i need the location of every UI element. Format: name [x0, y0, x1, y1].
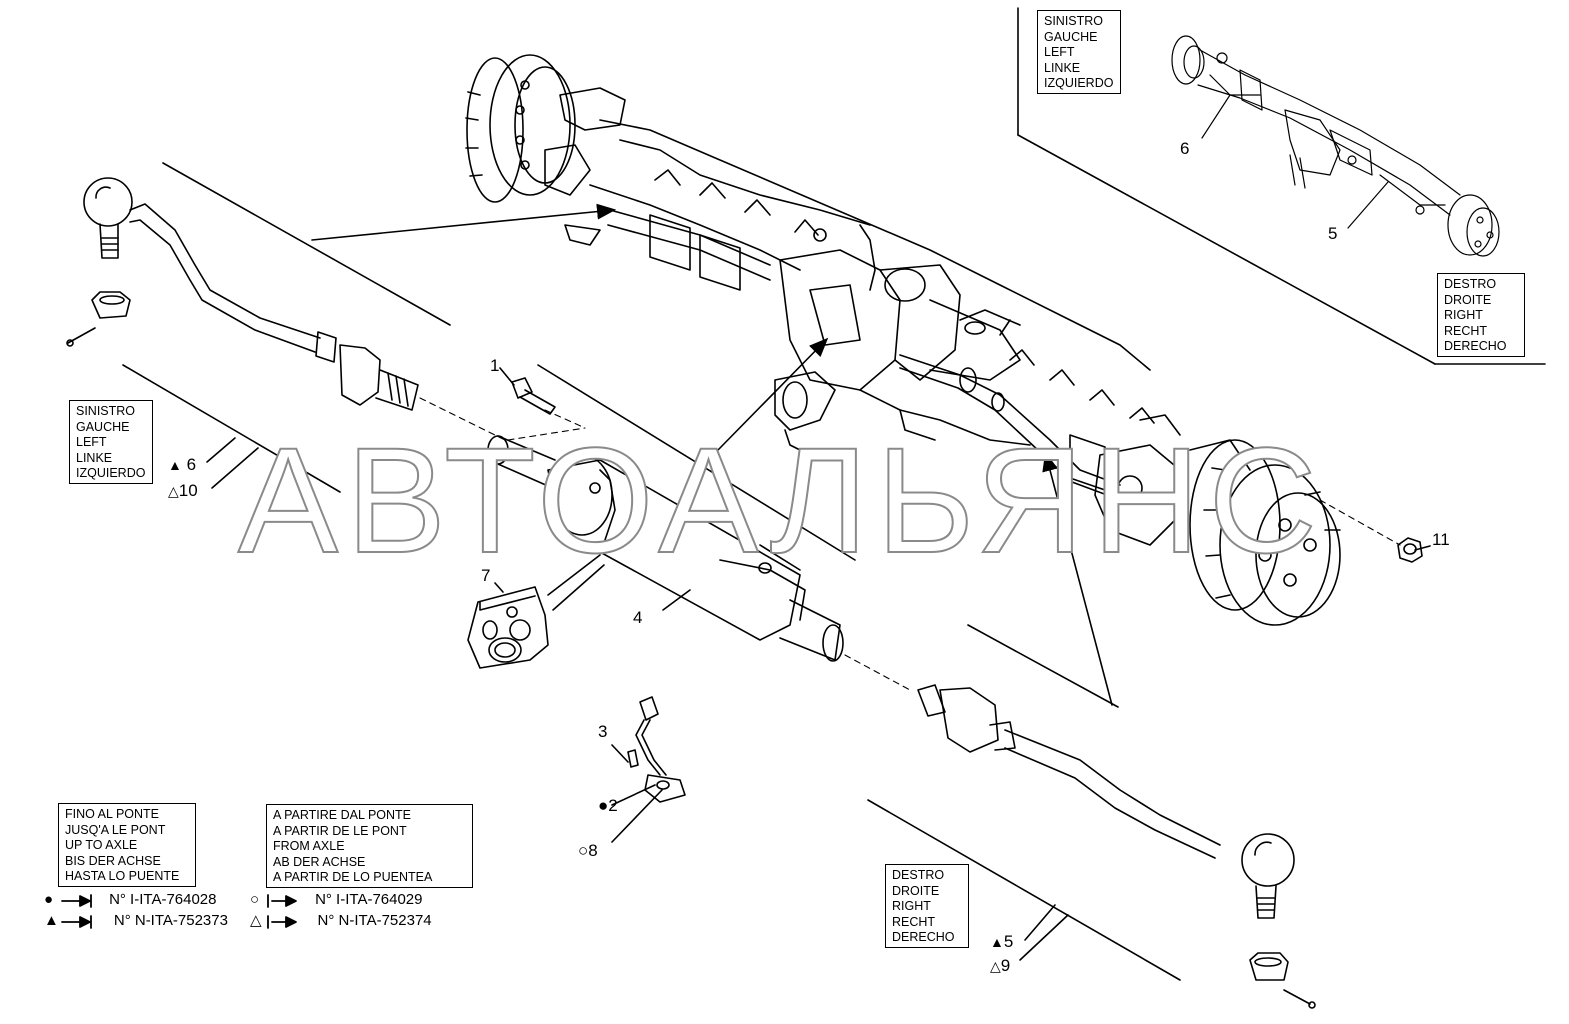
filled-triangle-icon: ▲ [168, 457, 182, 473]
open-circle-icon: ○ [578, 841, 589, 860]
callout-number: 2 [608, 796, 618, 815]
from-axle-label: A PARTIRE DAL PONTE A PARTIR DE LE PONT … [266, 804, 473, 888]
label-line: AB DER ACHSE [273, 854, 366, 869]
open-triangle-icon: △ [168, 483, 179, 499]
right-side-label: DESTRO DROITE RIGHT RECHT DERECHO [885, 864, 969, 948]
left-tie-rod [66, 177, 419, 411]
bolt-1 [511, 377, 556, 415]
filled-triangle-icon: ▲ [44, 912, 59, 929]
open-triangle-icon: △ [990, 958, 1001, 974]
label-line: RIGHT [892, 899, 931, 913]
inset-frame [1017, 7, 1546, 365]
label-line: A PARTIRE DAL PONTE [273, 808, 412, 822]
filled-circle-icon: ● [598, 796, 609, 815]
label-line: RIGHT [1444, 308, 1483, 322]
main-axle-housing [465, 54, 1341, 626]
legend-arrows [61, 894, 297, 929]
callout-1: 1 [490, 356, 500, 375]
label-line: HASTA LO PUENTE [65, 869, 180, 883]
label-line: LEFT [1044, 45, 1075, 59]
assembly-dash-lines [419, 397, 1401, 691]
callout-11: 11 [1432, 530, 1450, 549]
legend-open-triangle: △ N° N-ITA-752374 [250, 912, 432, 930]
callout-number: 10 [178, 481, 198, 500]
label-line: RECHT [892, 914, 936, 929]
legend-serial: N° N-ITA-752373 [113, 912, 228, 929]
label-line: DERECHO [892, 930, 955, 944]
callout-4: 4 [633, 608, 643, 627]
callout-number: 9 [1000, 956, 1011, 975]
label-line: SINISTRO [1044, 14, 1104, 28]
installed-steering-cylinder [607, 209, 1121, 499]
label-line: A PARTIR DE LE PONT [273, 823, 407, 838]
label-line: LINKE [76, 450, 113, 465]
up-to-axle-label: FINO AL PONTE JUSQ'A LE PONT UP TO AXLE … [58, 803, 196, 887]
callout-right-filled-triangle: ▲5 [990, 933, 1013, 951]
legend-filled-triangle: ▲ N° N-ITA-752373 [44, 912, 228, 930]
label-line: DROITE [1444, 292, 1492, 307]
label-line: GAUCHE [1044, 29, 1098, 44]
label-line: DERECHO [1444, 339, 1507, 353]
legend-filled-circle: ● N° I-ITA-764028 [44, 891, 217, 909]
legend-open-circle: ○ N° I-ITA-764029 [250, 891, 423, 909]
callout-7: 7 [481, 566, 491, 585]
callout-2: ●2 [598, 797, 618, 815]
callout-number: 6 [186, 455, 197, 474]
label-line: DESTRO [892, 868, 945, 882]
callout-8: ○8 [578, 842, 598, 860]
label-line: UP TO AXLE [65, 838, 138, 852]
open-triangle-icon: △ [250, 912, 262, 929]
open-circle-icon: ○ [250, 891, 260, 908]
label-line: RECHT [1444, 323, 1488, 338]
inset-left-side-label: SINISTRO GAUCHE LEFT LINKE IZQUIERDO [1037, 10, 1121, 94]
legend-serial: N° N-ITA-752374 [317, 912, 432, 929]
label-line: FROM AXLE [273, 839, 345, 853]
label-line: DROITE [892, 883, 940, 898]
label-line: GAUCHE [76, 419, 130, 434]
callout-left-open-triangle: △10 [168, 482, 198, 500]
inset-axle-image [1171, 35, 1500, 257]
legend-serial: N° I-ITA-764028 [109, 891, 217, 908]
seal-kit [467, 586, 549, 669]
label-line: DESTRO [1444, 277, 1497, 291]
legend-serial: N° I-ITA-764029 [315, 891, 423, 908]
label-line: JUSQ'A LE PONT [65, 822, 166, 837]
label-line: IZQUIERDO [1044, 76, 1114, 90]
label-line: LEFT [76, 435, 107, 449]
left-side-label: SINISTRO GAUCHE LEFT LINKE IZQUIERDO [69, 400, 153, 484]
sensor-2 [627, 696, 686, 803]
callout-number: 8 [588, 841, 598, 860]
label-line: FINO AL PONTE [65, 807, 160, 821]
callout-6-inset: 6 [1180, 139, 1190, 158]
callout-left-filled-triangle: ▲ 6 [168, 456, 196, 474]
callout-right-open-triangle: △9 [990, 957, 1010, 975]
callout-number: 5 [1003, 932, 1014, 951]
callout-5-inset: 5 [1328, 224, 1338, 243]
label-line: LINKE [1044, 60, 1081, 75]
label-line: IZQUIERDO [76, 466, 146, 480]
label-line: SINISTRO [76, 404, 136, 418]
inset-right-side-label: DESTRO DROITE RIGHT RECHT DERECHO [1437, 273, 1525, 357]
filled-triangle-icon: ▲ [990, 934, 1004, 950]
right-tie-rod [917, 684, 1316, 1009]
filled-circle-icon: ● [44, 891, 54, 908]
label-line: BIS DER ACHSE [65, 853, 161, 868]
callout-3: 3 [598, 722, 608, 741]
steering-cylinder [487, 435, 844, 662]
label-line: A PARTIR DE LO PUENTEA [273, 870, 433, 884]
reference-lines [122, 162, 1431, 981]
nut-11 [1397, 537, 1423, 563]
